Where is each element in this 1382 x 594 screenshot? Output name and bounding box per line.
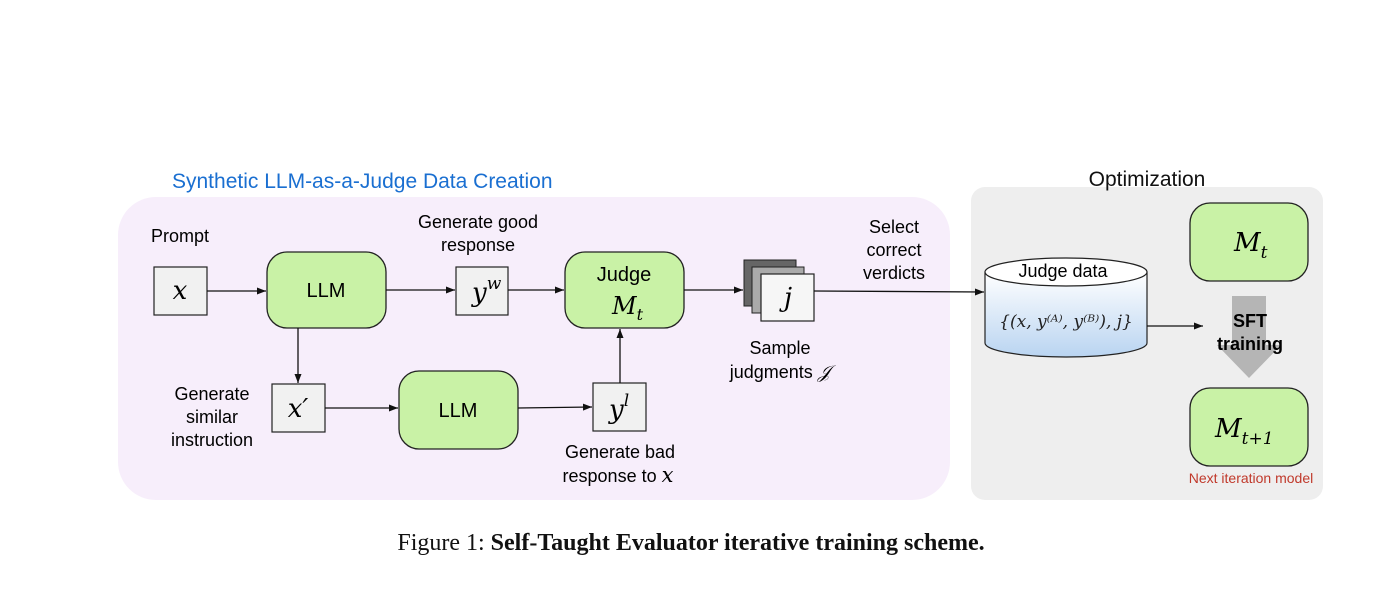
similar-label-2: similar <box>186 407 238 427</box>
good-response-label-2: response <box>441 235 515 255</box>
llm-node-top-label: LLM <box>307 280 346 302</box>
similar-label-1: Generate <box>174 384 249 404</box>
bad-response-label-1: Generate bad <box>565 442 675 462</box>
judge-data-cylinder <box>984 257 1148 358</box>
prompt-variable: x <box>173 276 188 306</box>
synthetic-panel <box>118 197 950 500</box>
llm-node-bottom-label: LLM <box>439 400 478 422</box>
figure-caption: Figure 1: Self-Taught Evaluator iterativ… <box>0 530 1382 557</box>
prompt-label: Prompt <box>151 226 209 246</box>
model-current-label: Mt <box>1233 228 1268 263</box>
model-next-label: Mt+1 <box>1214 414 1274 449</box>
good-response-var: yw <box>471 274 502 308</box>
synthetic-panel-title: Synthetic LLM-as-a-Judge Data Creation <box>172 170 553 193</box>
bad-response-var: yl <box>608 391 629 425</box>
similar-instruction-var: x′ <box>288 394 309 424</box>
select-label-1: Select <box>869 217 919 237</box>
sample-label-1: Sample <box>749 338 810 358</box>
sft-label-2: training <box>1217 334 1283 354</box>
sample-label-2: judgments 𝒥 <box>729 362 837 383</box>
select-label-2: correct <box>866 240 921 260</box>
model-current-node <box>1189 202 1309 282</box>
judge-data-formula: {(x, y⁽ᴬ⁾, y⁽ᴮ⁾), j} <box>999 312 1133 332</box>
bad-response-box <box>592 382 647 432</box>
judge-node-model: Mt <box>611 292 644 324</box>
similar-label-3: instruction <box>171 430 253 450</box>
arrow-llm-to-bad <box>517 403 593 411</box>
bad-response-label-2: response to x <box>563 463 674 487</box>
good-response-box <box>455 266 509 316</box>
optimization-panel-title: Optimization <box>1089 168 1206 191</box>
sft-label-1: SFT <box>1233 311 1267 331</box>
llm-node-bottom <box>398 370 519 450</box>
similar-instruction-box <box>271 383 326 433</box>
select-label-3: verdicts <box>863 263 925 283</box>
judge-data-label: Judge data <box>1018 261 1108 281</box>
arrow-sample-to-judge-data <box>813 288 985 296</box>
caption-prefix: Figure 1: <box>397 530 485 556</box>
good-response-label-1: Generate good <box>418 212 538 232</box>
judge-node-label: Judge <box>597 264 652 286</box>
model-next-node <box>1189 387 1309 467</box>
next-iteration-label: Next iteration model <box>1189 470 1314 486</box>
judgment-card-front <box>760 273 815 322</box>
sft-arrow <box>1217 296 1281 378</box>
caption-title: Self-Taught Evaluator iterative training… <box>490 530 985 556</box>
